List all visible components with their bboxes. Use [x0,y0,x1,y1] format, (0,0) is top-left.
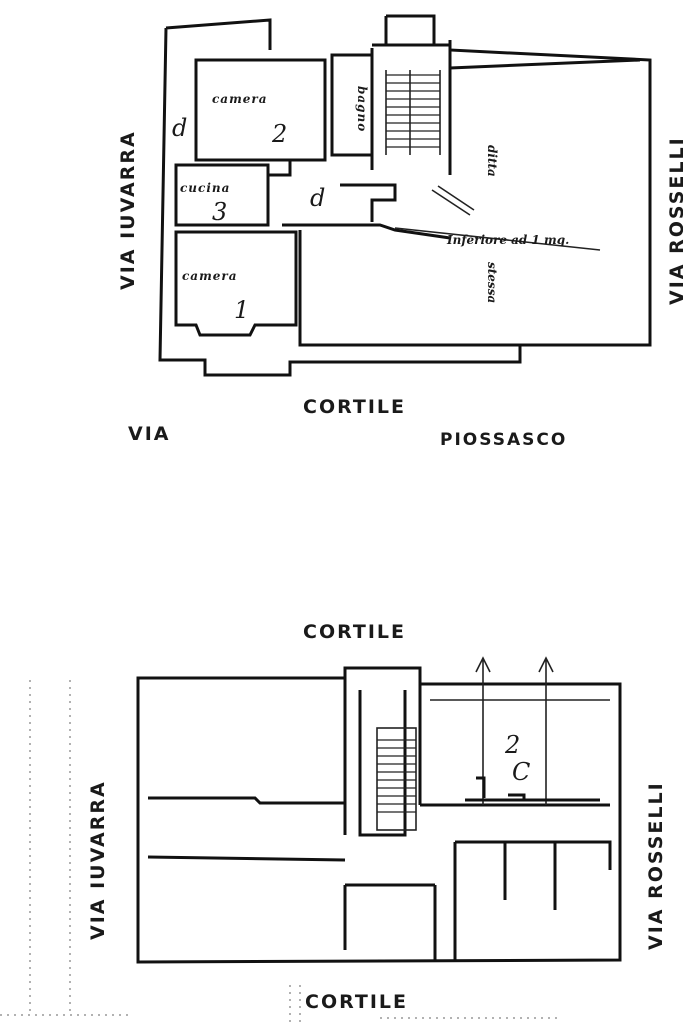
lower-balcony-marks [465,776,600,802]
upper-arrow-mark [431,185,475,216]
upper-street-bottom-right: PIOSSASCO [440,430,567,450]
room-cucina-walls [174,163,270,227]
upper-street-bottom-left: VIA [128,423,170,445]
upper-floor-plan: VIA IUVARRA VIA ROSSELLI CORTILE VIA PIO… [117,14,683,450]
upper-stair-steps [385,70,441,155]
lower-outer-wall [136,666,622,964]
room-camera-1-walls [174,230,298,337]
upper-note-leader [394,227,601,251]
room-camera-1-number: 1 [234,296,249,324]
upper-corridor-wall [449,58,641,70]
note-ditta: ditta [485,145,499,177]
lower-courtyard-top-label: CORTILE [303,621,406,643]
lower-floor-plan: CORTILE 2 C VIA IUVARRA VIA ROSSELLI [0,621,667,1024]
room-cucina-number: 3 [212,198,227,226]
lower-stair-steps [376,727,417,831]
left-disimpegno-mark: d [172,114,187,142]
lower-mark-number: 2 [504,731,520,759]
room-camera-2-label: camera [212,92,268,106]
lower-dimension-arrows [430,656,610,805]
upper-courtyard-label: CORTILE [303,396,406,418]
room-bagno-walls [330,53,374,157]
lower-mark-letter: C [512,758,530,786]
room-camera-2-walls [194,58,327,162]
lower-stair-core [343,678,422,837]
hall-disimpegno-mark: d [310,184,325,212]
upper-outer-wall [158,18,652,377]
lower-interior-walls [147,796,612,960]
upper-stair-tower [370,14,452,175]
note-stessa: stessa [485,262,499,303]
room-camera-1-label: camera [182,269,238,283]
upper-hall-walls [268,160,520,347]
scan-dotted-lines [0,680,560,1024]
upper-street-left-label: VIA IUVARRA [117,130,139,290]
note-inferiore: Inferiore ad 1 mq. [446,233,569,247]
lower-courtyard-bottom-label: CORTILE [305,991,408,1013]
room-bagno-label: bagno [355,86,369,132]
room-cucina-label: cucina [180,181,230,195]
upper-street-right-label: VIA ROSSELLI [666,136,683,305]
lower-street-right-label: VIA ROSSELLI [645,781,667,950]
lower-street-left-label: VIA IUVARRA [87,780,109,940]
room-camera-2-number: 2 [271,120,287,148]
